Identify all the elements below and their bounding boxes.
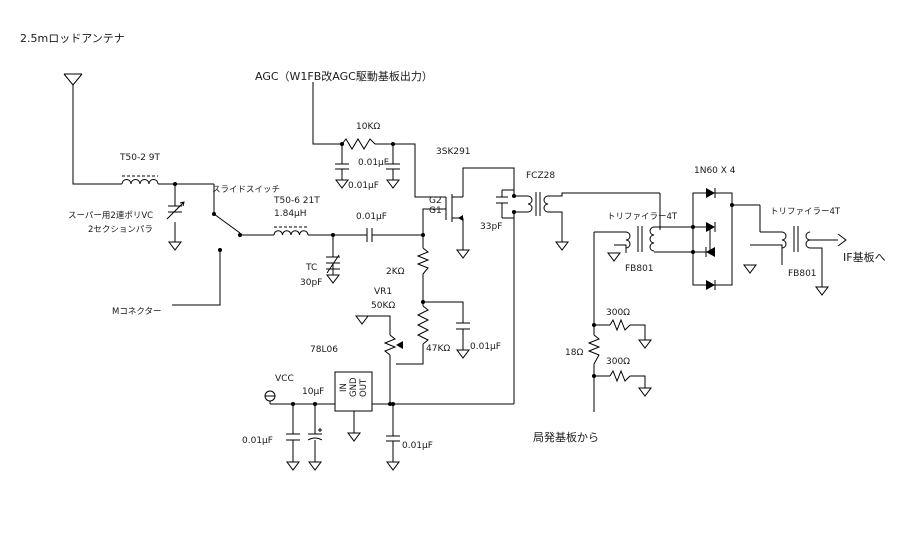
label-r10k: 10KΩ — [356, 122, 380, 132]
pin-out: OUT — [359, 378, 369, 397]
label-if-out: IF基板へ — [843, 250, 886, 264]
ground-symbols — [168, 179, 829, 471]
label-vr1: VR1 — [374, 287, 392, 297]
label-r18: 18Ω — [565, 348, 583, 358]
label-antenna: 2.5mロッドアンテナ — [20, 32, 125, 45]
label-g1: G1 — [429, 206, 442, 216]
if-output-connector — [837, 233, 847, 247]
label-vc: スーパー用2連ポリVC — [68, 210, 153, 221]
trimmer-capacitor-tc — [326, 254, 340, 274]
capacitor-reg-out — [386, 435, 400, 442]
label-tc: TC — [305, 263, 317, 273]
resistor-300-1 — [609, 318, 631, 332]
label-r300-1: 300Ω — [606, 308, 630, 318]
potentiometer-vr1 — [383, 334, 403, 356]
label-c-agc2: 0.01μF — [348, 181, 379, 191]
capacitor-33pf — [496, 190, 508, 218]
label-tc-val: 30pF — [300, 278, 322, 288]
resistor-2k — [416, 247, 430, 275]
capacitor-agc-2 — [386, 163, 400, 170]
label-r47k: 47KΩ — [426, 344, 450, 354]
wiring — [72, 82, 838, 462]
label-trifilar-2: トリファイラー4T — [770, 207, 841, 217]
label-m-connector: Mコネクター — [112, 307, 162, 317]
label-r2k: 2KΩ — [386, 267, 405, 277]
label-c-agc1: 0.01μF — [358, 158, 389, 168]
label-t50-6: T50-6 21T — [273, 196, 320, 206]
regulator-78l06 — [334, 371, 373, 412]
label-t50-6-l: 1.84μH — [274, 209, 307, 219]
capacitor-agc-1 — [335, 163, 349, 170]
pin-gnd: GND — [349, 377, 359, 397]
label-33pf: 33pF — [480, 222, 502, 232]
pin-in: IN — [339, 383, 349, 392]
resistor-18 — [587, 334, 601, 365]
label-diodes: 1N60 X 4 — [694, 166, 736, 176]
resistor-47k — [416, 305, 430, 345]
trifilar-transformer-1 — [625, 226, 655, 252]
label-fcz: FCZ28 — [526, 171, 555, 181]
switch-contact-3 — [218, 248, 222, 252]
label-agc: AGC（W1FB改AGC駆動基板出力） — [255, 69, 433, 83]
label-c-coupling: 0.01μF — [356, 212, 387, 222]
label-fb801-1: FB801 — [625, 264, 654, 274]
label-fb801-2: FB801 — [788, 269, 817, 279]
label-g2: G2 — [429, 196, 442, 206]
vcc-terminal — [264, 390, 276, 404]
capacitor-10uf — [307, 428, 323, 441]
label-fet: 3SK291 — [436, 147, 471, 157]
label-t50-2: T50-2 9T — [119, 153, 161, 163]
label-c-reg-out: 0.01μF — [402, 441, 433, 451]
label-vc-2: 2セクションパラ — [88, 225, 153, 235]
coil-t50-2 — [121, 175, 159, 185]
antenna-symbol — [63, 73, 83, 86]
label-c-vcc: 0.01μF — [242, 436, 273, 446]
label-r300-2: 300Ω — [606, 357, 630, 367]
label-78l06: 78L06 — [310, 345, 338, 355]
resistor-300-2 — [609, 369, 631, 383]
switch-contact-1 — [212, 212, 216, 216]
capacitor-source — [456, 322, 470, 330]
label-vr1-val: 50KΩ — [371, 301, 395, 311]
variable-capacitor-vc — [166, 201, 185, 220]
trifilar-transformer-2 — [759, 205, 811, 252]
capacitor-vcc — [286, 433, 300, 441]
label-vcc: VCC — [275, 374, 294, 384]
junctions — [173, 142, 734, 406]
diode-ring-1n60 — [705, 188, 716, 290]
mosfet-3sk291 — [445, 194, 463, 222]
transformer-fcz28 — [527, 192, 549, 216]
label-slide-switch: スライドスイッチ — [212, 185, 280, 195]
coil-t50-6 — [273, 226, 309, 236]
label-trifilar-1: トリファイラー4T — [607, 212, 678, 222]
capacitor-coupling — [366, 228, 373, 242]
label-10uf: 10μF — [302, 387, 324, 397]
label-c-source: 0.01μF — [470, 342, 501, 352]
switch-contact-2 — [238, 233, 242, 237]
resistor-10k — [341, 138, 376, 150]
label-local-osc: 局発基板から — [533, 430, 599, 444]
